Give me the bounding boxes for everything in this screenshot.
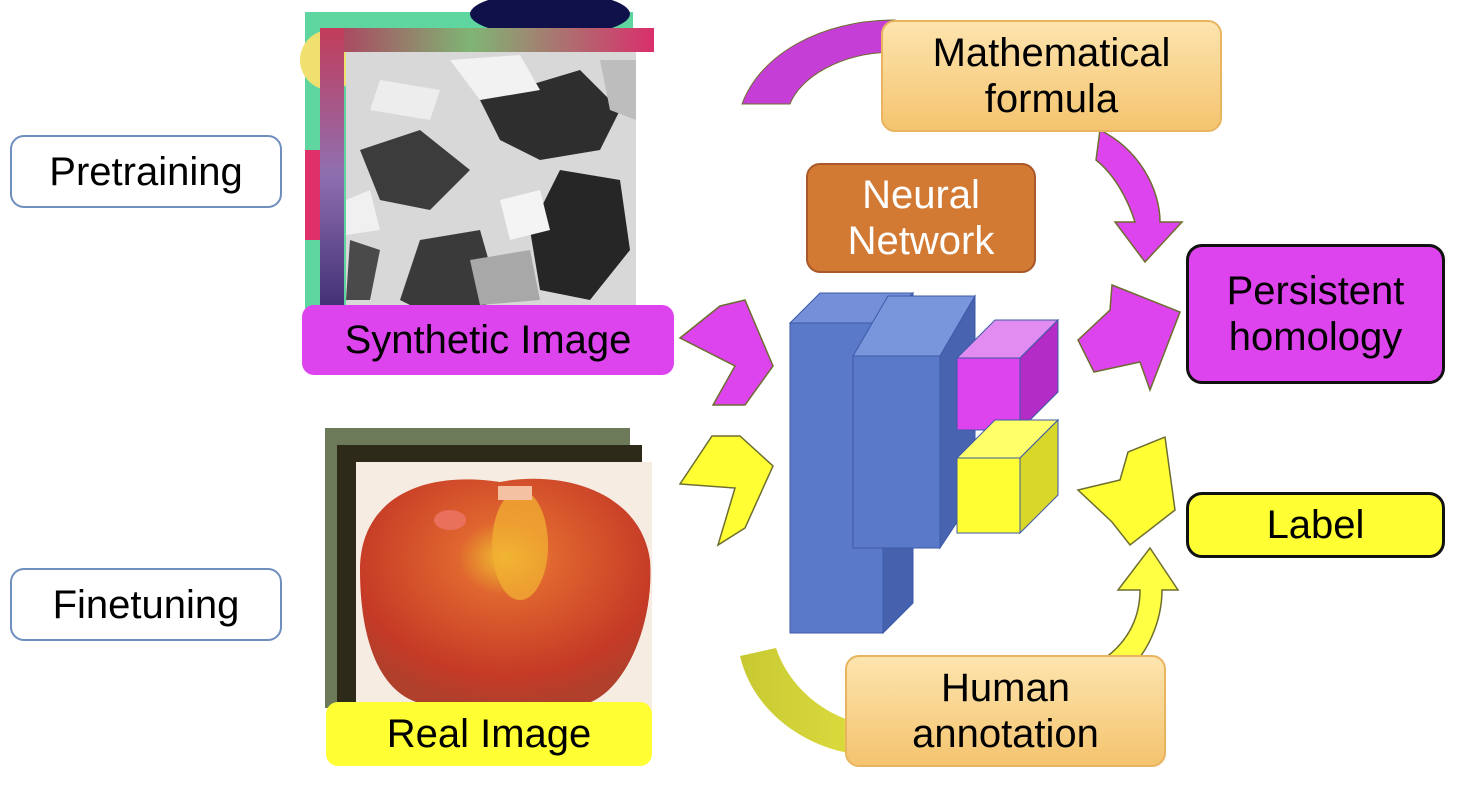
label-output-arrow	[1076, 435, 1176, 547]
label-text: Label	[1266, 503, 1365, 547]
homology-output-arrow	[1077, 283, 1181, 393]
real-image-text: Real Image	[386, 712, 592, 756]
homology-line2: homology	[1228, 315, 1403, 359]
human-line1: Human	[941, 666, 1070, 710]
mathematical-formula-box: Mathematical formula	[881, 20, 1222, 132]
real-image-caption: Real Image	[326, 702, 652, 766]
real-input-arrow	[678, 435, 774, 547]
persistent-homology-box: Persistent homology	[1186, 244, 1445, 384]
finetuning-stage-label: Finetuning	[10, 568, 282, 641]
homology-line1: Persistent	[1226, 269, 1405, 313]
neural-network-blocks	[788, 291, 1060, 635]
pretraining-text: Pretraining	[49, 149, 243, 194]
human-line2: annotation	[912, 712, 1099, 756]
formula-line2: formula	[984, 77, 1119, 121]
synthetic-image-caption: Synthetic Image	[302, 305, 674, 375]
annotation-to-label-arc	[740, 546, 1180, 755]
synthetic-image-text: Synthetic Image	[344, 318, 632, 362]
neural-network-label: Neural Network	[806, 163, 1036, 273]
synthetic-input-arrow	[678, 299, 774, 406]
formula-line1: Mathematical	[932, 31, 1171, 75]
label-box: Label	[1186, 492, 1445, 558]
human-annotation-box: Human annotation	[845, 655, 1166, 767]
synthetic-image-stack	[300, 0, 654, 320]
neural-network-line2: Network	[847, 219, 995, 263]
pretraining-stage-label: Pretraining	[10, 135, 282, 208]
neural-network-line1: Neural	[862, 173, 980, 217]
finetuning-text: Finetuning	[52, 582, 240, 627]
real-image-stack	[325, 428, 652, 710]
